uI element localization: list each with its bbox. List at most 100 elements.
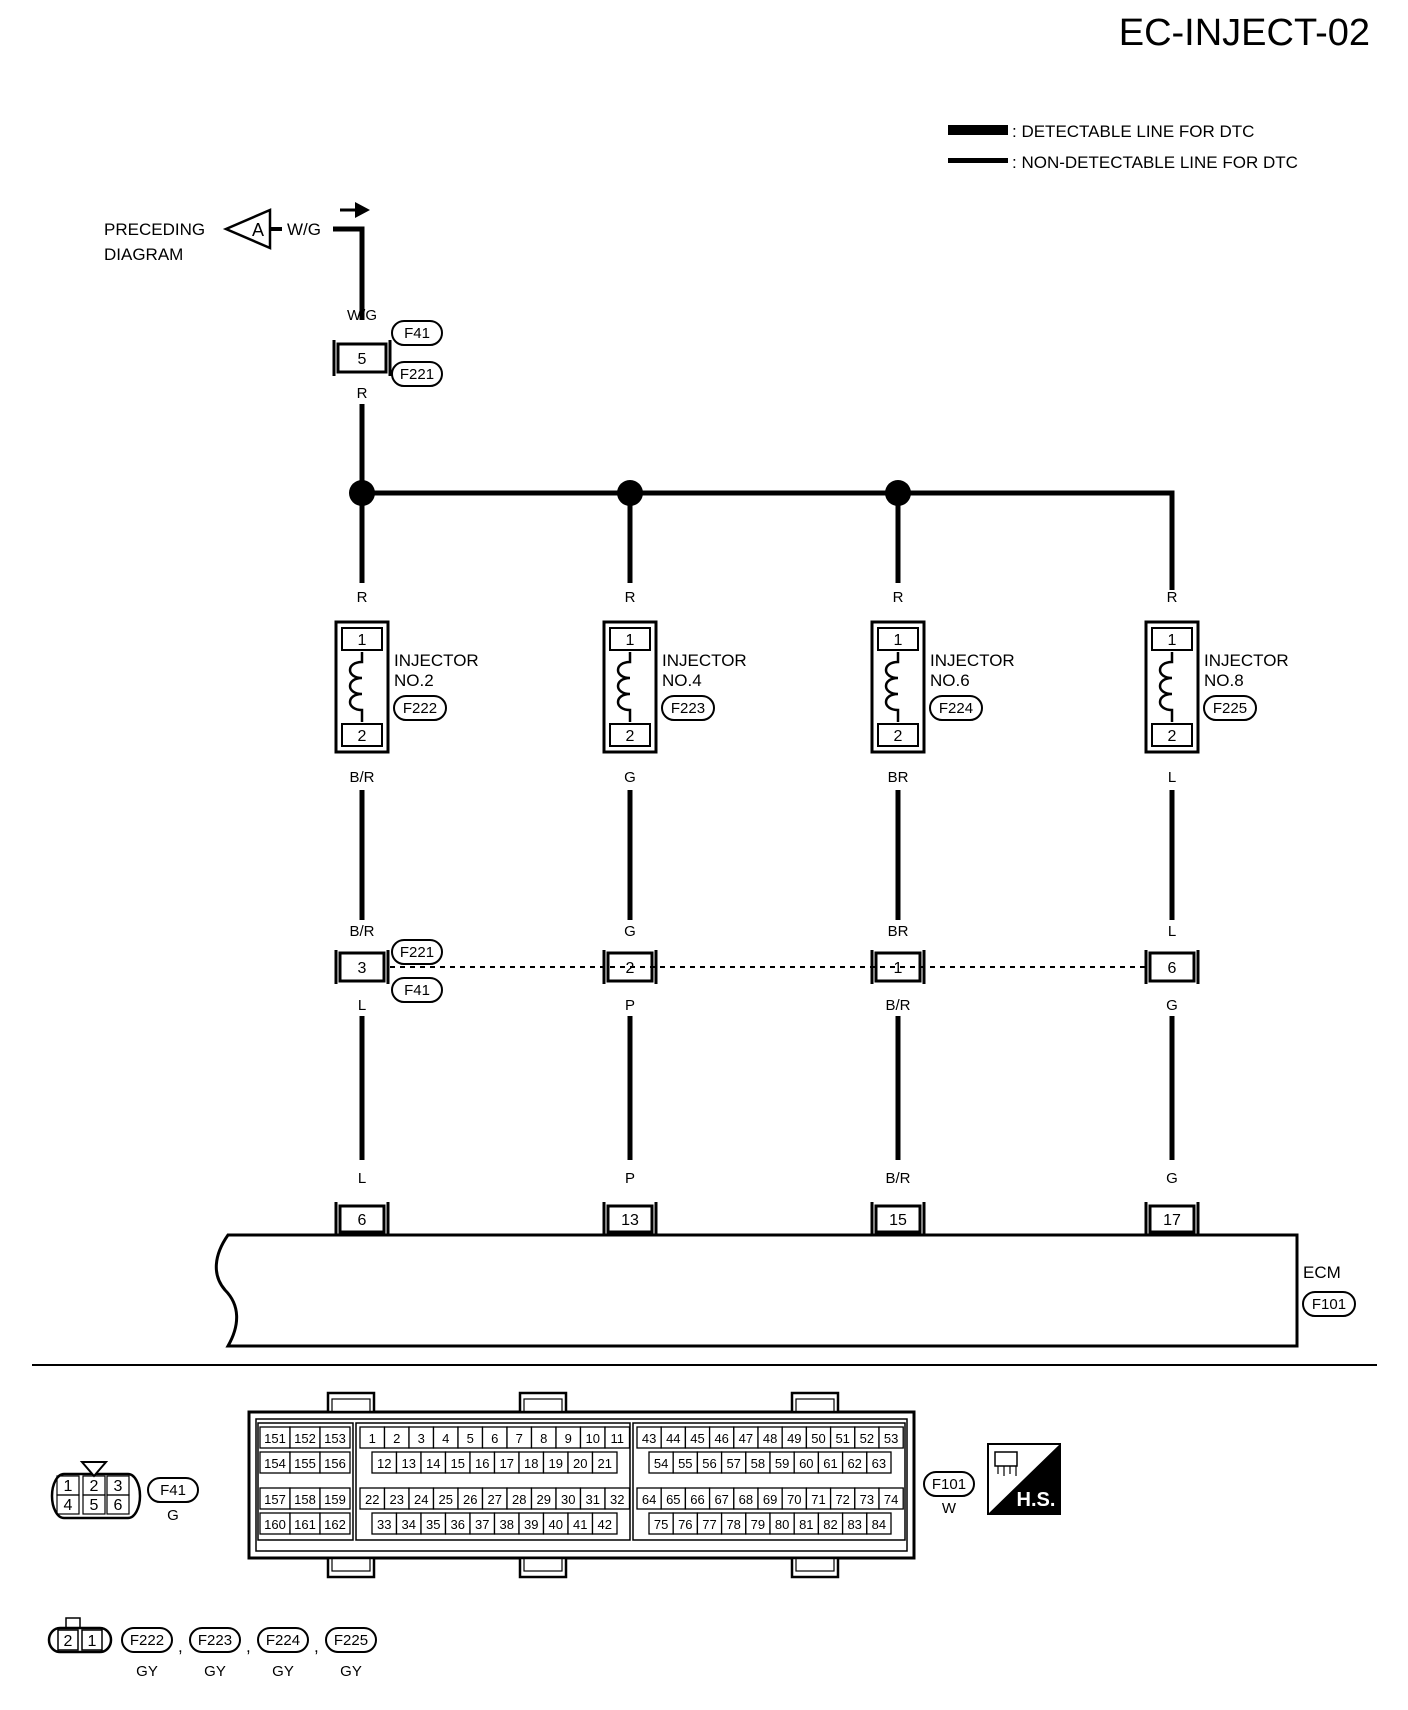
hs-connector-glyph xyxy=(994,1451,1018,1467)
coil-icon xyxy=(884,652,900,722)
f101-mid-pin: 24 xyxy=(414,1492,428,1507)
f101-right-pin: 77 xyxy=(702,1517,716,1532)
f101-right-pin: 54 xyxy=(654,1456,668,1471)
f101-mid-pin: 15 xyxy=(451,1456,465,1471)
conn-id-injector-face xyxy=(121,1627,173,1653)
f101-tab-top xyxy=(326,1391,376,1414)
wire-color-in: R xyxy=(1167,589,1178,606)
ecm-wire-color: P xyxy=(625,1170,635,1187)
f101-block-frame xyxy=(632,1422,906,1541)
f41-key xyxy=(79,1461,109,1478)
conn-id-f41-face xyxy=(147,1477,199,1503)
junction-color-bottom: G xyxy=(1166,997,1178,1014)
f101-right-pin: 65 xyxy=(666,1492,680,1507)
diagram-title: EC-INJECT-02 xyxy=(1119,12,1370,54)
f101-right-pin: 45 xyxy=(690,1431,704,1446)
conn-id-f41-upper-label: F41 xyxy=(404,325,430,342)
f101-mid-pin: 33 xyxy=(377,1517,391,1532)
f41-pin-cell xyxy=(56,1494,80,1515)
injector-pin2: 2 xyxy=(358,728,367,745)
junction-upper-pin: 5 xyxy=(358,351,367,368)
conn-id-f221-lower xyxy=(391,939,443,965)
preceding-diagram-ref: PRECEDING DIAGRAM A W/G xyxy=(104,202,370,320)
conn-id-injector-face-label: F222 xyxy=(130,1632,164,1649)
injector-label-2: NO.8 xyxy=(1204,671,1244,690)
f101-right-pin: 57 xyxy=(726,1456,740,1471)
conn-id-injector-face-label: F224 xyxy=(266,1632,300,1649)
legend-thick-line xyxy=(948,125,1008,135)
f41-pin: 6 xyxy=(114,1497,123,1514)
injector-pin1: 1 xyxy=(626,632,635,649)
ecm: ECM F101 xyxy=(214,1233,1356,1348)
f101-right-pin: 50 xyxy=(811,1431,825,1446)
junction-color-bottom: L xyxy=(358,997,366,1014)
f101-right-pin: 69 xyxy=(763,1492,777,1507)
wire-color-out: BR xyxy=(888,769,909,786)
injector-pin2-box xyxy=(609,723,651,747)
conn-id-injector xyxy=(661,695,715,721)
f101-tab-bottom xyxy=(518,1556,568,1579)
f101-right-pin: 60 xyxy=(799,1456,813,1471)
f101-mid-pin: 6 xyxy=(491,1431,498,1446)
f101-right-pin: 72 xyxy=(835,1492,849,1507)
wire-wg xyxy=(333,226,365,320)
injector-pin1: 1 xyxy=(1168,632,1177,649)
injector-label-2: NO.2 xyxy=(394,671,434,690)
f101-mid-pin: 40 xyxy=(549,1517,563,1532)
coil-icon xyxy=(1158,652,1174,722)
conn-id-f41-face-label: F41 xyxy=(160,1482,186,1499)
f101-left-cell xyxy=(319,1512,351,1535)
f101-mid-pin: 27 xyxy=(488,1492,502,1507)
f101-tab-top xyxy=(790,1391,840,1414)
injector-pin2: 2 xyxy=(626,728,635,745)
f101-tab-bottom-inner xyxy=(795,1557,835,1572)
f101-right-pin: 66 xyxy=(690,1492,704,1507)
conn-id-f101-face-label: F101 xyxy=(932,1476,966,1493)
junction-pin: 3 xyxy=(358,960,367,977)
separator-comma: , xyxy=(246,1637,251,1656)
f101-right-pin: 55 xyxy=(678,1456,692,1471)
f101-right-pin: 64 xyxy=(642,1492,656,1507)
junction-color-top: BR xyxy=(888,923,909,940)
f101-mid-pin: 20 xyxy=(573,1456,587,1471)
separator-comma: , xyxy=(314,1637,319,1656)
f101-mid-cell xyxy=(604,1487,631,1510)
junction-pin: 6 xyxy=(1168,960,1177,977)
conn-id-f221-lower-label: F221 xyxy=(400,944,434,961)
f101-mid-pin: 10 xyxy=(586,1431,600,1446)
ecm-pin-box xyxy=(874,1204,922,1234)
f101-mid-pin: 16 xyxy=(475,1456,489,1471)
f101-mid-pin: 14 xyxy=(426,1456,440,1471)
f101-left-pin: 155 xyxy=(294,1456,316,1471)
f101-right-pin: 75 xyxy=(654,1517,668,1532)
preceding-label: PRECEDING xyxy=(104,220,205,239)
conn-color-injector-face: GY xyxy=(272,1663,294,1680)
conn-id-injector xyxy=(1203,695,1257,721)
separator-comma: , xyxy=(178,1637,183,1656)
f101-right-pin: 61 xyxy=(823,1456,837,1471)
ecm-pin-box xyxy=(606,1204,654,1234)
preceding-label-2: DIAGRAM xyxy=(104,245,183,264)
f101-right-pin: 44 xyxy=(666,1431,680,1446)
f101-right-pin: 73 xyxy=(860,1492,874,1507)
f101-tab-bottom xyxy=(790,1556,840,1579)
conn-id-injector-label: F225 xyxy=(1213,700,1247,717)
f101-tab-top-inner xyxy=(523,1398,563,1413)
f101-color: W xyxy=(942,1500,957,1517)
f101-mid-pin: 23 xyxy=(390,1492,404,1507)
injector-columns: R12INJECTORNO.2F222B/RB/R3LL6INJ#2R12INJ… xyxy=(334,480,1289,1254)
f101-mid-pin: 1 xyxy=(369,1431,376,1446)
junction-color-top: G xyxy=(624,923,636,940)
legend-detectable-label: : DETECTABLE LINE FOR DTC xyxy=(1012,122,1254,141)
f101-mid-pin: 19 xyxy=(549,1456,563,1471)
f101-mid-pin: 32 xyxy=(610,1492,624,1507)
f101-right-pin: 78 xyxy=(726,1517,740,1532)
conn-id-f101-ecm xyxy=(1302,1291,1356,1317)
f41-pin: 4 xyxy=(64,1497,73,1514)
wire-color-out: L xyxy=(1168,769,1176,786)
conn-id-injector-face xyxy=(325,1627,377,1653)
conn-color-injector-face: GY xyxy=(204,1663,226,1680)
